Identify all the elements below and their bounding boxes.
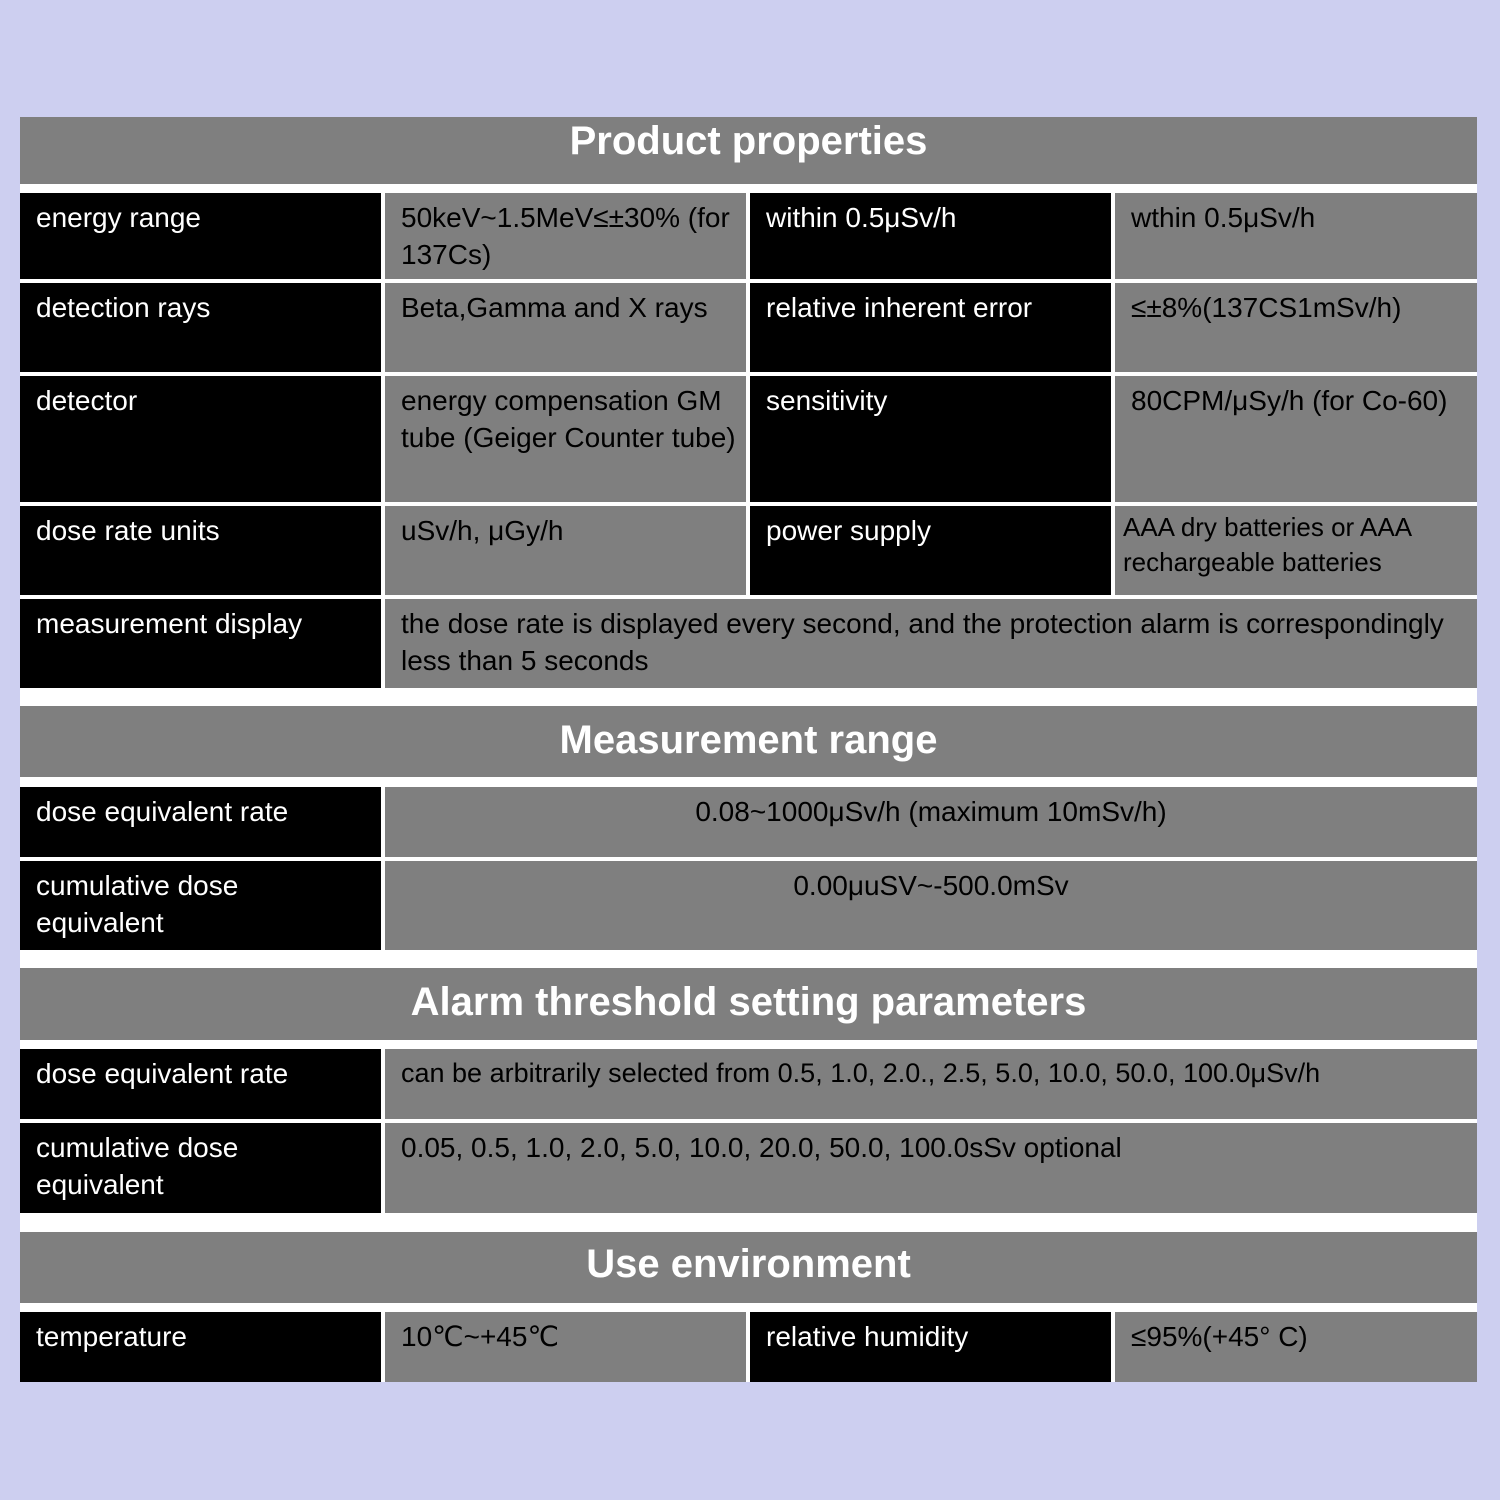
spec-label-detector: detector [20, 376, 381, 502]
spec-label-within-dose: within 0.5μSv/h [750, 193, 1111, 279]
spec-label-relative-inherent-error: relative inherent error [750, 283, 1111, 372]
env-value-relative-humidity: ≤95%(+45° C) [1115, 1312, 1477, 1382]
spec-value-energy-range: 50keV~1.5MeV≤±30% (for 137Cs) [385, 193, 746, 279]
spec-value-detection-rays: Beta,Gamma and X rays [385, 283, 746, 372]
spec-label-dose-rate-units: dose rate units [20, 506, 381, 595]
alarm-value-cumulative-dose: 0.05, 0.5, 1.0, 2.0, 5.0, 10.0, 20.0, 50… [385, 1123, 1477, 1213]
spec-label-measurement-display: measurement display [20, 599, 381, 688]
spec-label-energy-range: energy range [20, 193, 381, 279]
alarm-label-dose-equivalent-rate: dose equivalent rate [20, 1049, 381, 1119]
env-value-temperature: 10℃~+45℃ [385, 1312, 746, 1382]
range-value-cumulative-dose: 0.00μuSV~-500.0mSv [385, 861, 1477, 950]
section-title-measurement-range: Measurement range [20, 706, 1477, 777]
spec-value-measurement-display: the dose rate is displayed every second,… [385, 599, 1477, 688]
spec-value-sensitivity: 80CPM/μSy/h (for Co-60) [1115, 376, 1477, 502]
spec-label-sensitivity: sensitivity [750, 376, 1111, 502]
spec-label-power-supply: power supply [750, 506, 1111, 595]
section-title-product-properties: Product properties [20, 117, 1477, 184]
section-title-use-environment: Use environment [20, 1232, 1477, 1303]
alarm-value-dose-equivalent-rate: can be arbitrarily selected from 0.5, 1.… [385, 1049, 1477, 1119]
spec-value-power-supply: AAA dry batteries or AAA rechargeable ba… [1115, 506, 1477, 595]
spec-value-dose-rate-units: uSv/h, μGy/h [385, 506, 746, 595]
env-label-relative-humidity: relative humidity [750, 1312, 1111, 1382]
spec-label-detection-rays: detection rays [20, 283, 381, 372]
spec-value-relative-inherent-error: ≤±8%(137CS1mSv/h) [1115, 283, 1477, 372]
spec-sheet: Product properties energy range 50keV~1.… [20, 117, 1477, 1382]
spec-value-within-dose: wthin 0.5μSv/h [1115, 193, 1477, 279]
range-label-dose-equivalent-rate: dose equivalent rate [20, 787, 381, 857]
env-label-temperature: temperature [20, 1312, 381, 1382]
range-label-cumulative-dose: cumulative dose equivalent [20, 861, 381, 950]
section-title-alarm-threshold: Alarm threshold setting parameters [20, 968, 1477, 1040]
alarm-label-cumulative-dose: cumulative dose equivalent [20, 1123, 381, 1213]
spec-value-detector: energy compensation GM tube (Geiger Coun… [385, 376, 746, 502]
range-value-dose-equivalent-rate: 0.08~1000μSv/h (maximum 10mSv/h) [385, 787, 1477, 857]
